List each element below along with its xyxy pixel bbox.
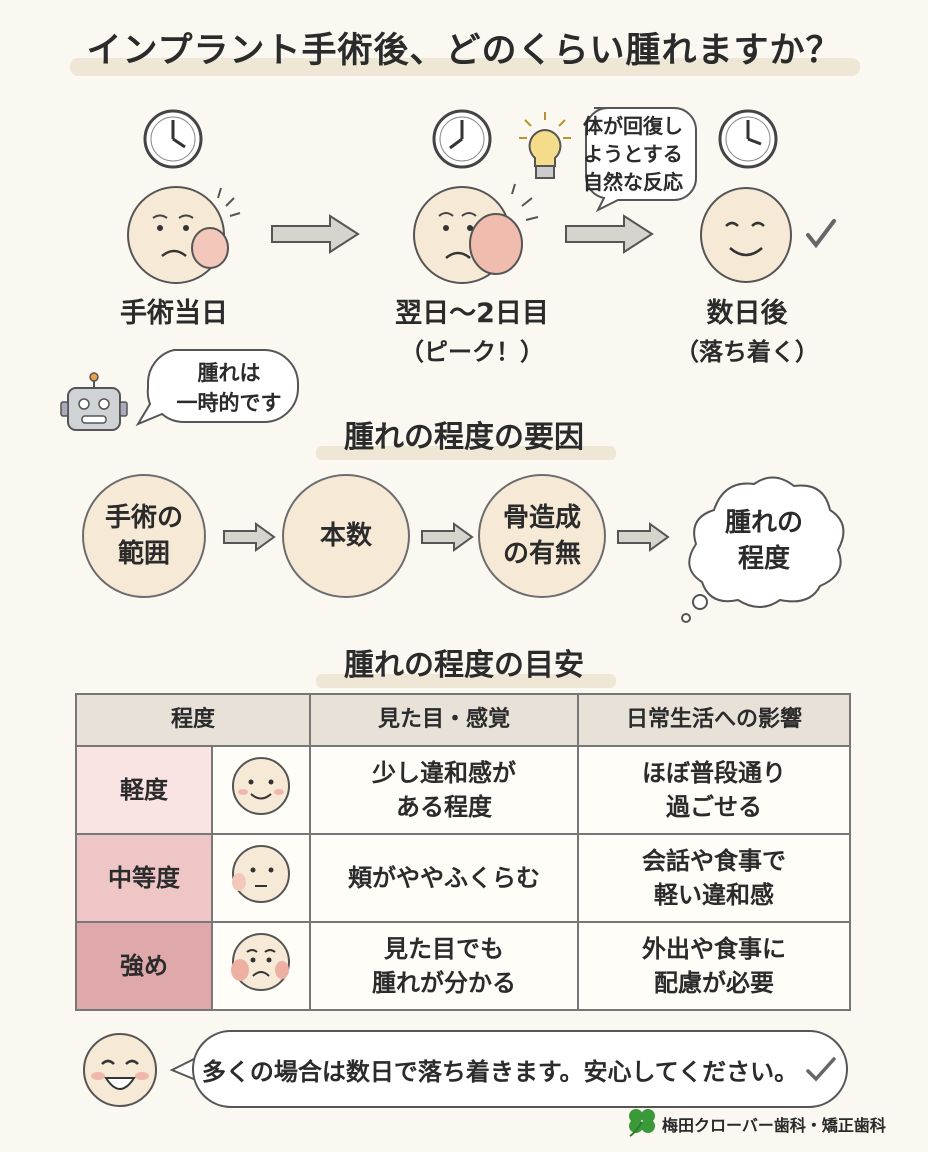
uncomfortable-face-icon bbox=[231, 932, 290, 991]
happy-face-icon bbox=[700, 187, 836, 283]
table-row: 中等度 頬がややふくらむ 会話や食事で軽い違和感 bbox=[75, 833, 851, 923]
swollen-face-icon bbox=[127, 186, 241, 284]
factors-heading: 腫れの程度の要因 bbox=[344, 420, 584, 455]
heading-highlight bbox=[316, 674, 616, 688]
title-highlight bbox=[70, 58, 860, 76]
neutral-face-icon bbox=[232, 844, 290, 903]
stage-label: 手術当日 bbox=[120, 298, 228, 329]
peak-swollen-face-icon bbox=[413, 183, 539, 284]
idea-bubble-text: 体が回復し ようとする 自然な反応 bbox=[583, 114, 683, 194]
level-cell: 軽度 bbox=[75, 745, 213, 835]
table-header-row: 程度 見た目・感覚 日常生活への影響 bbox=[75, 693, 851, 747]
reassurance-bubble: 多くの場合は数日で落ち着きます。安心してください。 bbox=[192, 1030, 848, 1108]
look-cell: 少し違和感がある程度 bbox=[309, 745, 579, 835]
factor-circle: 骨造成の有無 bbox=[478, 474, 606, 598]
clinic-name: 梅田クローバー歯科・矯正歯科 bbox=[662, 1116, 886, 1135]
factor-circle: 手術の範囲 bbox=[82, 474, 206, 598]
table-row: 軽度 少し違和感がある程度 ほぼ普段通り過ごせる bbox=[75, 745, 851, 835]
thought-cloud bbox=[681, 476, 845, 623]
face-cell bbox=[211, 921, 311, 1011]
arrow-right-icon bbox=[617, 522, 670, 552]
robot-bubble-text: 腫れは 一時的です bbox=[176, 361, 282, 415]
swelling-guide-table: 程度 見た目・感覚 日常生活への影響 軽度 少し違和感がある程度 ほぼ普段通り過… bbox=[75, 693, 851, 1011]
laughing-face-icon bbox=[83, 1033, 157, 1107]
lightbulb-icon bbox=[519, 112, 571, 179]
robot-icon bbox=[60, 372, 128, 431]
column-header: 日常生活への影響 bbox=[577, 693, 851, 747]
column-header: 見た目・感覚 bbox=[309, 693, 579, 747]
face-cell bbox=[211, 833, 311, 923]
level-cell: 強め bbox=[75, 921, 213, 1011]
arrow-right-icon bbox=[421, 522, 474, 552]
guide-heading: 腫れの程度の目安 bbox=[344, 648, 584, 683]
reassurance-text: 多くの場合は数日で落ち着きます。安心してください。 bbox=[201, 1057, 799, 1086]
arrow-right-icon bbox=[223, 522, 276, 552]
stage-label: 数日後 bbox=[706, 298, 788, 329]
clock-icon bbox=[432, 109, 492, 169]
life-cell: 会話や食事で軽い違和感 bbox=[577, 833, 851, 923]
clock-icon bbox=[143, 109, 203, 169]
page-title: インプラント手術後、どのくらい腫れますか？ bbox=[86, 31, 842, 71]
life-cell: 外出や食事に配慮が必要 bbox=[577, 921, 851, 1011]
stage-sublabel: （ピーク！） bbox=[400, 338, 544, 366]
arrow-right-icon bbox=[271, 214, 360, 254]
stage-label: 翌日〜2日目 bbox=[395, 298, 549, 329]
table-row: 強め 見た目でも腫れが分かる 外出や食事に配慮が必要 bbox=[75, 921, 851, 1011]
clock-icon bbox=[718, 109, 778, 169]
speech-bubble bbox=[135, 349, 299, 427]
speech-bubble bbox=[584, 107, 697, 212]
stage-sublabel: （落ち着く） bbox=[675, 338, 819, 366]
bubble-tail bbox=[169, 1057, 197, 1081]
heading-highlight bbox=[316, 446, 616, 460]
factor-circle: 本数 bbox=[282, 474, 410, 598]
factors-result: 腫れの 程度 bbox=[724, 508, 803, 574]
checkmark-icon bbox=[806, 1057, 836, 1082]
life-cell: ほぼ普段通り過ごせる bbox=[577, 745, 851, 835]
column-header: 程度 bbox=[75, 693, 311, 747]
look-cell: 頬がややふくらむ bbox=[309, 833, 579, 923]
smiling-face-icon bbox=[232, 756, 290, 815]
arrow-right-icon bbox=[565, 214, 654, 254]
level-cell: 中等度 bbox=[75, 833, 213, 923]
look-cell: 見た目でも腫れが分かる bbox=[309, 921, 579, 1011]
clover-logo-icon bbox=[629, 1109, 655, 1137]
face-cell bbox=[211, 745, 311, 835]
